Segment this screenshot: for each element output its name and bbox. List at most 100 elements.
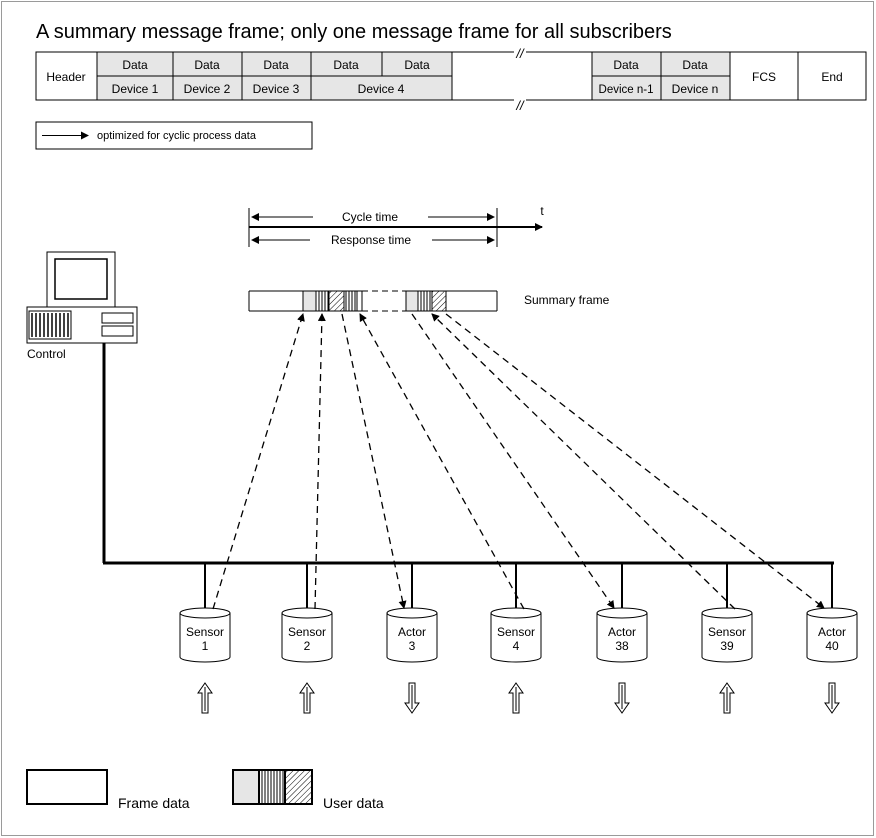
device-number: 4 <box>513 639 520 653</box>
fcs-label: FCS <box>752 70 776 84</box>
sensor-cylinder-icon <box>490 613 542 663</box>
cylinder-top <box>179 607 231 619</box>
message-frame-table: Header Data Data Data Data Data Data Dat… <box>35 40 867 113</box>
device-cell <box>241 75 312 101</box>
device-label: Sensor <box>497 625 535 639</box>
legend-frame-swatch <box>26 769 108 805</box>
device-label: Actor <box>398 625 426 639</box>
sensor-cylinder-icon <box>701 613 753 663</box>
cycle-time-label: Cycle time <box>342 210 398 224</box>
legend-frame-data-label: Frame data <box>118 795 190 811</box>
data-label: Data <box>682 58 708 72</box>
user-data-cell <box>315 290 330 312</box>
device-n1-label: Device n-1 <box>599 84 654 96</box>
user-data-cell <box>431 290 447 312</box>
cylinder-top <box>281 607 333 619</box>
cylinder-top <box>490 607 542 619</box>
device-number: 39 <box>720 639 734 653</box>
data-flow-arrow <box>359 313 525 610</box>
data-cell <box>591 51 662 77</box>
device-label: Actor <box>608 625 636 639</box>
cylinder-top <box>806 607 858 619</box>
page-title: A summary message frame; only one messag… <box>36 21 672 43</box>
data-flow-arrow <box>431 313 736 610</box>
data-label: Data <box>404 58 430 72</box>
user-data-cell <box>302 290 317 312</box>
legend-user-data-label: User data <box>323 795 384 811</box>
device-label: Sensor <box>708 625 746 639</box>
header-label: Header <box>46 70 85 84</box>
data-flow-arrow <box>341 313 407 609</box>
sensor-cylinder-icon <box>179 613 231 663</box>
cylinder-top <box>386 607 438 619</box>
data-flow-arrow <box>212 313 305 610</box>
user-data-cell <box>328 290 345 312</box>
data-flow-arrow <box>445 313 825 609</box>
data-label: Data <box>613 58 639 72</box>
device-label: Actor <box>818 625 846 639</box>
data-cell <box>660 51 731 77</box>
device-number: 1 <box>202 639 209 653</box>
device-cell <box>591 75 662 101</box>
actor-cylinder-icon <box>596 613 648 663</box>
device-number: 3 <box>409 639 416 653</box>
device-3-label: Device 3 <box>253 82 300 96</box>
actor-cylinder-icon <box>806 613 858 663</box>
break-mark-top: // <box>515 46 525 61</box>
user-data-cell <box>343 290 358 312</box>
device-2-label: Device 2 <box>184 82 231 96</box>
sensor-cylinder-icon <box>281 613 333 663</box>
data-cell <box>241 51 312 77</box>
data-label: Data <box>194 58 220 72</box>
note-text: optimized for cyclic process data <box>97 130 257 142</box>
bus <box>102 343 834 565</box>
device-1-label: Device 1 <box>112 82 159 96</box>
devices-layer: Sensor1Sensor2Actor3Sensor4Actor38Sensor… <box>179 313 858 714</box>
data-label: Data <box>122 58 148 72</box>
t-label: t <box>540 204 544 218</box>
control-computer: Control <box>26 251 138 361</box>
break-mask-top <box>514 40 526 56</box>
header-cell <box>35 51 98 101</box>
end-label: End <box>821 70 842 84</box>
legend-user-swatch <box>232 769 260 805</box>
device-4-label: Device 4 <box>358 82 405 96</box>
cylinder-top <box>596 607 648 619</box>
control-label: Control <box>27 347 66 361</box>
device-number: 2 <box>304 639 311 653</box>
monitor-screen <box>54 258 108 300</box>
data-label: Data <box>333 58 359 72</box>
timing-group: Cycle time t Response time <box>248 204 544 247</box>
user-data-cell <box>405 290 419 312</box>
fcs-cell <box>729 51 799 101</box>
device-label: Sensor <box>288 625 326 639</box>
cylinder-top <box>701 607 753 619</box>
actor-cylinder-icon <box>386 613 438 663</box>
response-time-label: Response time <box>331 233 411 247</box>
device-n-label: Device n <box>672 82 719 96</box>
end-cell <box>797 51 867 101</box>
user-data-cell <box>417 290 433 312</box>
break-mask-bottom <box>514 96 526 112</box>
summary-frame-gap <box>362 288 406 314</box>
summary-frame: Summary frame <box>248 288 610 314</box>
data-label: Data <box>263 58 289 72</box>
break-mark-bottom: // <box>515 98 525 113</box>
device-cell <box>172 75 243 101</box>
device-label: Sensor <box>186 625 224 639</box>
device-number: 38 <box>615 639 629 653</box>
summary-frame-label: Summary frame <box>524 293 610 307</box>
device-number: 40 <box>825 639 839 653</box>
device-cell <box>96 75 174 101</box>
legend: Frame data User data <box>26 769 384 811</box>
drive-slot <box>101 312 134 324</box>
